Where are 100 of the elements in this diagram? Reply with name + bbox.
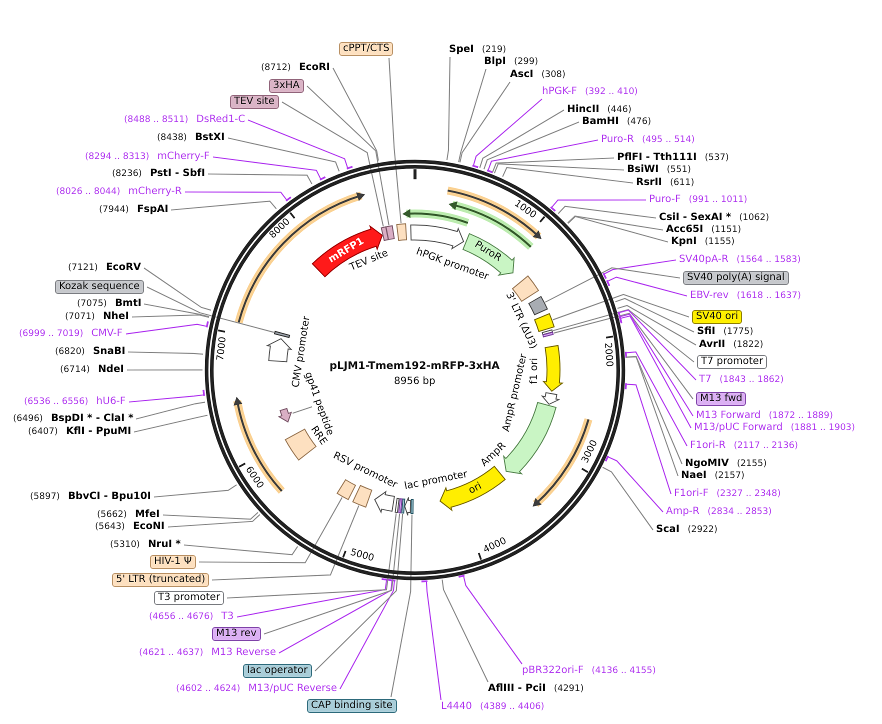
leader-line bbox=[618, 309, 696, 380]
restriction-site-label: Acc65I (1151) bbox=[666, 225, 742, 235]
leader-line bbox=[128, 389, 206, 403]
restriction-site-label: (5643) EcoNI bbox=[95, 522, 165, 532]
feature-box bbox=[384, 224, 396, 241]
feature-name: f1 ori bbox=[530, 358, 541, 384]
leader-line bbox=[483, 122, 580, 170]
leader-line bbox=[144, 268, 212, 311]
leader-line bbox=[278, 578, 394, 654]
primer-label: SV40pA-R (1564 .. 1583) bbox=[679, 255, 801, 265]
restriction-site-label: PflFI - Tth111I (537) bbox=[617, 153, 729, 163]
leader-line bbox=[236, 578, 388, 618]
feature-label: T7 promoter bbox=[697, 355, 768, 369]
restriction-site-label: NgoMIV (2155) bbox=[685, 459, 767, 469]
primer-label: (6999 .. 7019) CMV-F bbox=[19, 329, 123, 339]
leader-line bbox=[146, 286, 274, 333]
restriction-site-label: NaeI (2157) bbox=[681, 471, 745, 481]
restriction-site-label: BsiWI (551) bbox=[627, 165, 691, 175]
leader-line bbox=[626, 356, 682, 464]
primer-label: hPGK-F (392 .. 410) bbox=[542, 87, 638, 97]
leader-line bbox=[292, 406, 312, 414]
restriction-site-label: (6407) KflI - PpuMI bbox=[28, 427, 132, 437]
feature-label: M13 rev bbox=[212, 627, 260, 641]
restriction-site-label: (7944) FspAI bbox=[99, 205, 168, 215]
leader-line bbox=[626, 356, 679, 476]
leader-line bbox=[212, 505, 360, 581]
pointed-feature bbox=[373, 490, 396, 514]
feature-bar bbox=[400, 497, 406, 515]
restriction-site-label: CsiI - SexAI * (1062) bbox=[659, 213, 770, 223]
feature-name: AmpR promoter bbox=[502, 353, 530, 433]
leader-line bbox=[127, 369, 202, 371]
scale-number: 3000 bbox=[580, 439, 600, 466]
feature-box bbox=[395, 222, 408, 242]
restriction-site-label: (7121) EcoRV bbox=[68, 263, 142, 273]
primer-label: (8488 .. 8511) DsRed1-C bbox=[124, 115, 246, 125]
leader-line bbox=[212, 156, 326, 181]
feature-bar bbox=[541, 331, 555, 338]
primer-label: T7 (1843 .. 1862) bbox=[699, 375, 784, 385]
leader-line bbox=[604, 454, 664, 512]
pointed-feature bbox=[542, 344, 564, 393]
primer-label: Puro-R (495 .. 514) bbox=[601, 135, 695, 145]
leader-line bbox=[446, 57, 451, 160]
feature-box bbox=[527, 295, 549, 316]
leader-line bbox=[502, 167, 634, 184]
restriction-site-label: (8236) PstI - SbfI bbox=[112, 169, 206, 179]
restriction-site-label: AflIII - PciI (4291) bbox=[488, 684, 584, 694]
leader-line bbox=[340, 579, 396, 690]
restriction-site-label: BamHI (476) bbox=[582, 117, 652, 127]
leader-line bbox=[314, 514, 404, 672]
primer-label: Puro-F (991 .. 1011) bbox=[649, 195, 748, 205]
scale-number: 4000 bbox=[482, 536, 508, 556]
restriction-site-label: (5662) MfeI bbox=[97, 510, 160, 520]
feature-label: 3xHA bbox=[269, 79, 304, 93]
restriction-site-label: (8438) BstXI bbox=[157, 133, 225, 143]
primer-label: L4440 (4389 .. 4406) bbox=[441, 702, 544, 712]
leader-line bbox=[459, 82, 510, 163]
leader-line bbox=[550, 199, 646, 212]
restriction-site-label: (5897) BbvCI - Bpu10I bbox=[30, 492, 151, 502]
plasmid-name: pLJM1-Tmem192-mRFP-3xHA bbox=[330, 361, 500, 372]
feature-label: M13 fwd bbox=[696, 392, 746, 406]
leader-line bbox=[228, 137, 340, 172]
primer-label: F1ori-F (2327 .. 2348) bbox=[674, 489, 781, 499]
primer-label: M13 Forward (1872 .. 1889) bbox=[696, 411, 834, 421]
restriction-site-label: SfiI (1775) bbox=[697, 327, 754, 337]
feature-bar bbox=[273, 330, 291, 339]
leader-line bbox=[390, 514, 413, 698]
leader-line bbox=[486, 139, 598, 174]
feature-bar bbox=[394, 497, 401, 514]
leader-line bbox=[544, 267, 680, 303]
leader-line bbox=[615, 298, 694, 332]
feature-label: lac operator bbox=[243, 664, 312, 678]
restriction-site-label: (6496) BspDI * - ClaI * bbox=[13, 414, 134, 424]
primer-label: (8026 .. 8044) mCherry-R bbox=[56, 187, 182, 197]
feature-label: Kozak sequence bbox=[55, 280, 144, 294]
leader-line bbox=[170, 200, 277, 211]
restriction-site-label: (6820) SnaBI bbox=[55, 347, 126, 357]
leader-line bbox=[208, 173, 312, 184]
leader-line bbox=[617, 304, 696, 346]
feature-label: T3 promoter bbox=[154, 591, 224, 605]
primer-label: (4621 .. 4637) M13 Reverse bbox=[139, 648, 276, 658]
leader-line bbox=[553, 309, 694, 362]
leader-line bbox=[248, 119, 354, 170]
leader-line bbox=[624, 382, 672, 494]
primer-label: EBV-rev (1618 .. 1637) bbox=[690, 291, 801, 301]
pointed-feature bbox=[277, 407, 293, 423]
leader-line bbox=[199, 497, 343, 564]
restriction-site-label: (7075) BmtI bbox=[77, 299, 142, 309]
pointed-feature bbox=[403, 496, 412, 517]
leader-line bbox=[602, 259, 676, 280]
primer-label: pBR322ori-F (4136 .. 4155) bbox=[522, 666, 656, 676]
restriction-site-label: AvrII (1822) bbox=[699, 340, 764, 350]
leader-line bbox=[332, 68, 379, 161]
leader-line bbox=[567, 215, 664, 231]
feature-label: HIV-1 Ψ bbox=[150, 555, 196, 569]
leader-line bbox=[134, 414, 208, 433]
restriction-site-label: KpnI (1155) bbox=[671, 237, 735, 247]
leader-line bbox=[458, 68, 487, 162]
restriction-site-label: RsrII (611) bbox=[636, 178, 694, 188]
scale-number: 7000 bbox=[216, 336, 228, 362]
restriction-site-label: SpeI (219) bbox=[449, 45, 506, 55]
